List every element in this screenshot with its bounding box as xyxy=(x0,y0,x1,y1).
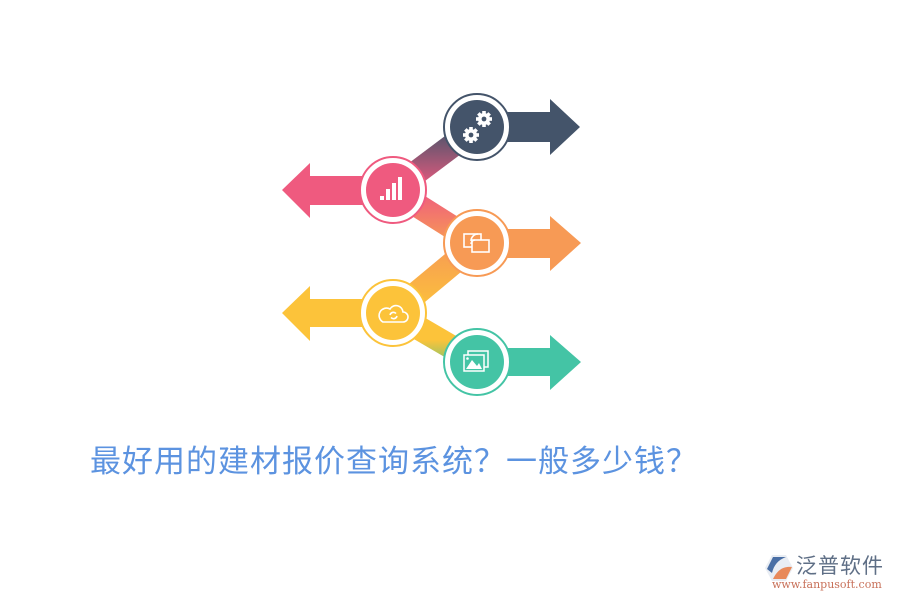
fanpu-logo-icon xyxy=(765,555,793,581)
brand-logo[interactable]: 泛普软件 www.fanpusoft.com xyxy=(764,552,896,592)
step-2-circle xyxy=(359,156,427,224)
arrow-step-5 xyxy=(500,335,581,390)
cloud-sync-icon xyxy=(378,304,409,323)
process-infographic xyxy=(282,93,581,396)
arrow-step-3 xyxy=(500,216,581,271)
logo-url: www.fanpusoft.com xyxy=(772,578,882,591)
arrow-step-2 xyxy=(282,163,370,218)
step-5-circle xyxy=(443,328,511,396)
logo-brand-name: 泛普软件 xyxy=(796,554,884,578)
step-1-circle xyxy=(443,93,511,161)
bar-chart-icon xyxy=(380,177,402,200)
image-gallery-icon xyxy=(463,350,489,372)
step-3-circle xyxy=(443,209,511,277)
step-4-circle xyxy=(359,279,427,347)
screen-cast-icon xyxy=(463,233,490,253)
gears-icon xyxy=(463,111,492,143)
page-title: 最好用的建材报价查询系统？一般多少钱？ xyxy=(90,444,698,480)
arrow-step-1 xyxy=(500,99,580,155)
arrow-step-4 xyxy=(282,286,370,341)
